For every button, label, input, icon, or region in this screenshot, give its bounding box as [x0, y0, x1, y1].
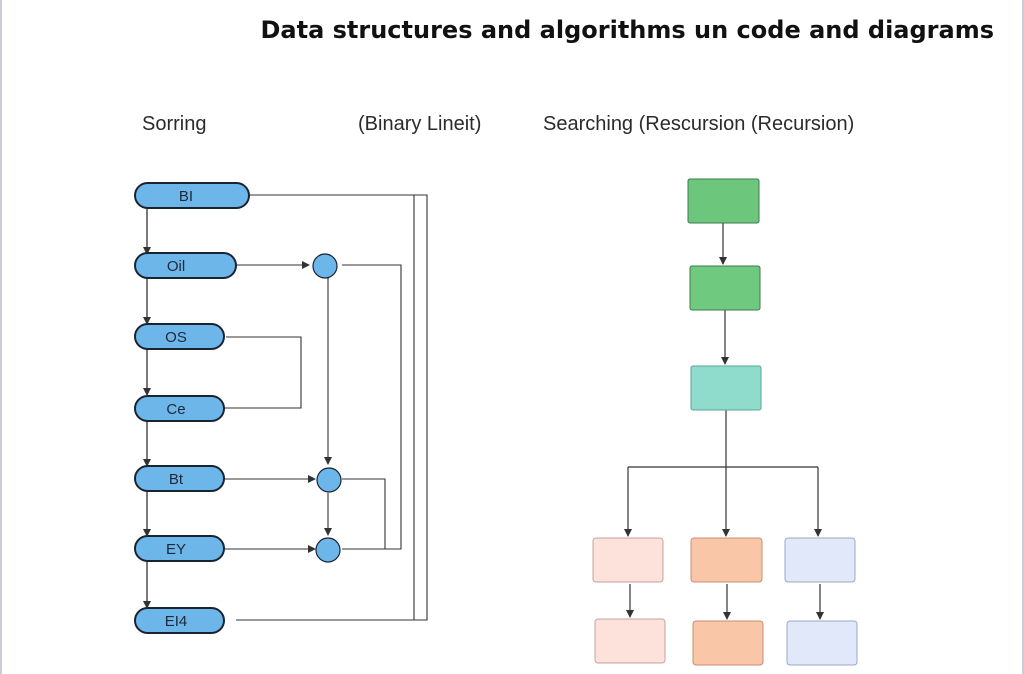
tree-level3-node [690, 365, 762, 411]
list-node-ce-label: Ce [166, 401, 185, 418]
circle-node-1 [312, 253, 338, 279]
list-node-bi: BI [134, 182, 250, 209]
os-ce-connector [224, 336, 302, 409]
searching-label: Searching (Rescursion (Recursion) [543, 113, 855, 135]
list-node-ei4-label: EI4 [165, 613, 188, 630]
tree-leaf-right [784, 537, 856, 583]
tree-leaf-mid-child [692, 620, 764, 666]
list-node-oil-label: Oil [167, 258, 185, 275]
tree-level2-node [689, 265, 761, 311]
circle-node-3 [315, 537, 341, 563]
tree-connectors [624, 223, 824, 620]
list-node-os-label: OS [165, 329, 187, 346]
list-node-os: OS [134, 323, 225, 350]
sorting-label: Sorring [142, 113, 207, 135]
list-node-ey-label: EY [166, 541, 186, 558]
left-frame-border [0, 0, 2, 674]
tree-leaf-left [592, 537, 664, 583]
list-node-ei4: EI4 [134, 607, 225, 634]
list-node-bi-label: BI [179, 188, 193, 205]
list-connectors [224, 194, 428, 621]
list-node-bt-label: Bt [169, 471, 184, 488]
page-title: Data structures and algorithms un code a… [260, 16, 994, 44]
right-frame-border [1022, 0, 1024, 674]
tree-leaf-left-child [594, 618, 666, 664]
binary-label: (Binary Lineit) [358, 113, 482, 135]
list-node-ce: Ce [134, 395, 225, 422]
list-node-ey: EY [134, 535, 225, 562]
tree-leaf-right-child [786, 620, 858, 666]
circle-node-2 [316, 467, 342, 493]
tree-root-node [687, 178, 760, 224]
tree-leaf-mid [690, 537, 763, 583]
list-node-bt: Bt [134, 465, 225, 492]
inner-rail-connector [342, 478, 386, 549]
list-node-oil: Oil [134, 252, 237, 279]
middle-rail-connector [342, 264, 402, 550]
outer-rail-connector-2 [260, 194, 428, 621]
